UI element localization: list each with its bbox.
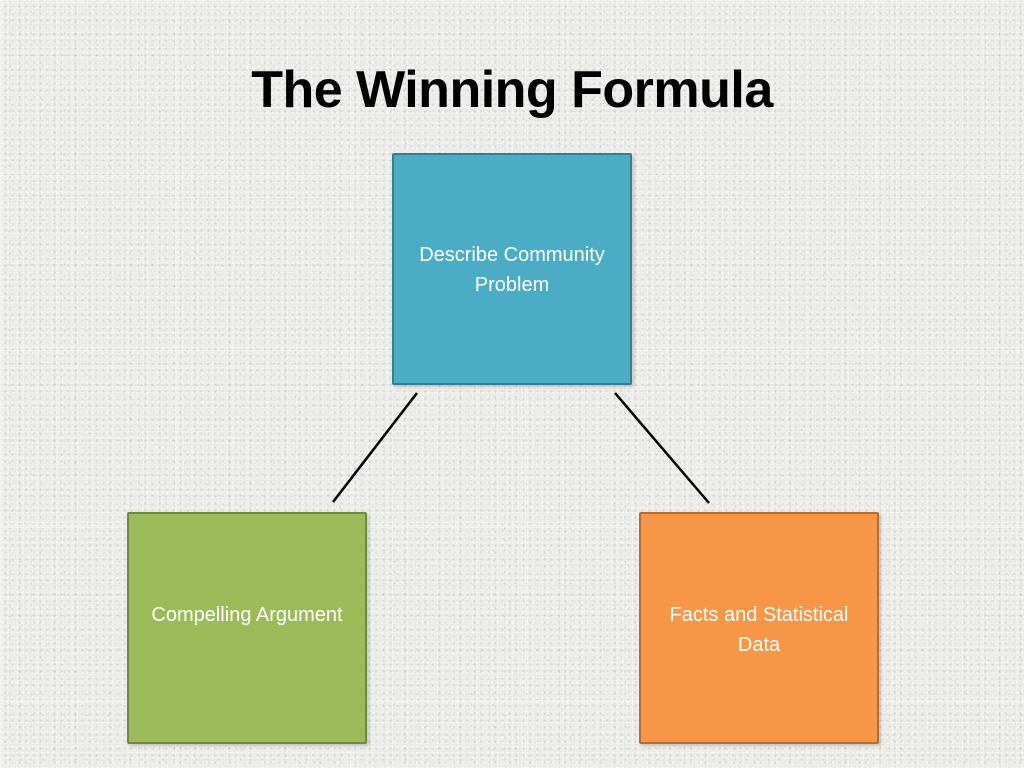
node-facts-and-statistical-data: Facts and Statistical Data (639, 512, 879, 744)
slide-title: The Winning Formula (251, 61, 773, 119)
node-label: Compelling Argument (151, 604, 343, 626)
connector-top-to-left (332, 392, 418, 503)
node-label: Describe Community Problem (419, 244, 605, 296)
node-label: Facts and Statistical Data (669, 604, 849, 656)
node-compelling-argument: Compelling Argument (127, 512, 367, 744)
connector-top-to-right (614, 392, 710, 504)
node-describe-community-problem: Describe Community Problem (392, 153, 632, 385)
